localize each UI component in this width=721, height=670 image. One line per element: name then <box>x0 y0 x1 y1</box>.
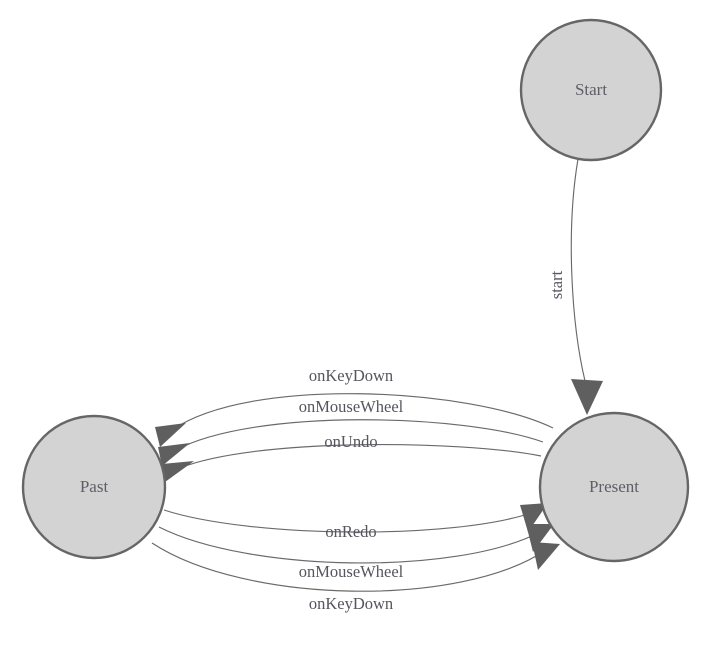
node-past-shape <box>21 414 167 560</box>
edge-present-to-past-onundo[interactable]: onUndo <box>162 432 542 482</box>
node-present[interactable]: Present <box>538 411 690 563</box>
node-layer: Start Past Present <box>21 18 690 563</box>
edge-label-onkeydown-lower: onKeyDown <box>309 594 393 613</box>
edge-label-onkeydown-upper: onKeyDown <box>309 366 393 385</box>
node-past[interactable]: Past <box>21 414 167 560</box>
node-start[interactable]: Start <box>519 18 663 162</box>
arrowhead-icon <box>155 423 186 447</box>
edge-label-onredo: onRedo <box>325 522 376 541</box>
edge-layer: start onKeyDown onMouseWheel onUndo onRe… <box>151 158 603 613</box>
node-start-label: Start <box>575 80 607 99</box>
node-start-shape <box>519 18 663 162</box>
edge-label-start: start <box>547 270 566 299</box>
edge-path <box>171 393 554 431</box>
edge-label-onundo: onUndo <box>324 432 377 451</box>
arrowhead-icon <box>158 443 190 466</box>
node-present-label: Present <box>589 477 639 496</box>
edge-past-to-present-onredo[interactable]: onRedo <box>163 503 548 541</box>
edge-present-to-past-onmousewheel[interactable]: onMouseWheel <box>158 397 544 466</box>
edge-path <box>175 419 544 451</box>
edge-label-onmousewheel-upper: onMouseWheel <box>299 397 404 416</box>
edge-path <box>570 158 587 386</box>
edge-present-to-past-onkeydown[interactable]: onKeyDown <box>155 366 554 447</box>
node-past-label: Past <box>80 477 109 496</box>
edge-path <box>179 443 542 469</box>
edge-path <box>151 542 547 592</box>
edge-past-to-present-onkeydown[interactable]: onKeyDown <box>151 542 560 613</box>
arrowhead-icon <box>532 542 560 570</box>
arrowhead-icon <box>162 461 194 482</box>
node-present-shape <box>538 411 690 563</box>
edge-start-to-present[interactable]: start <box>547 158 603 415</box>
edge-label-onmousewheel-lower: onMouseWheel <box>299 562 404 581</box>
edge-path <box>158 526 541 564</box>
arrowhead-icon <box>571 379 603 415</box>
edge-path <box>163 509 535 533</box>
